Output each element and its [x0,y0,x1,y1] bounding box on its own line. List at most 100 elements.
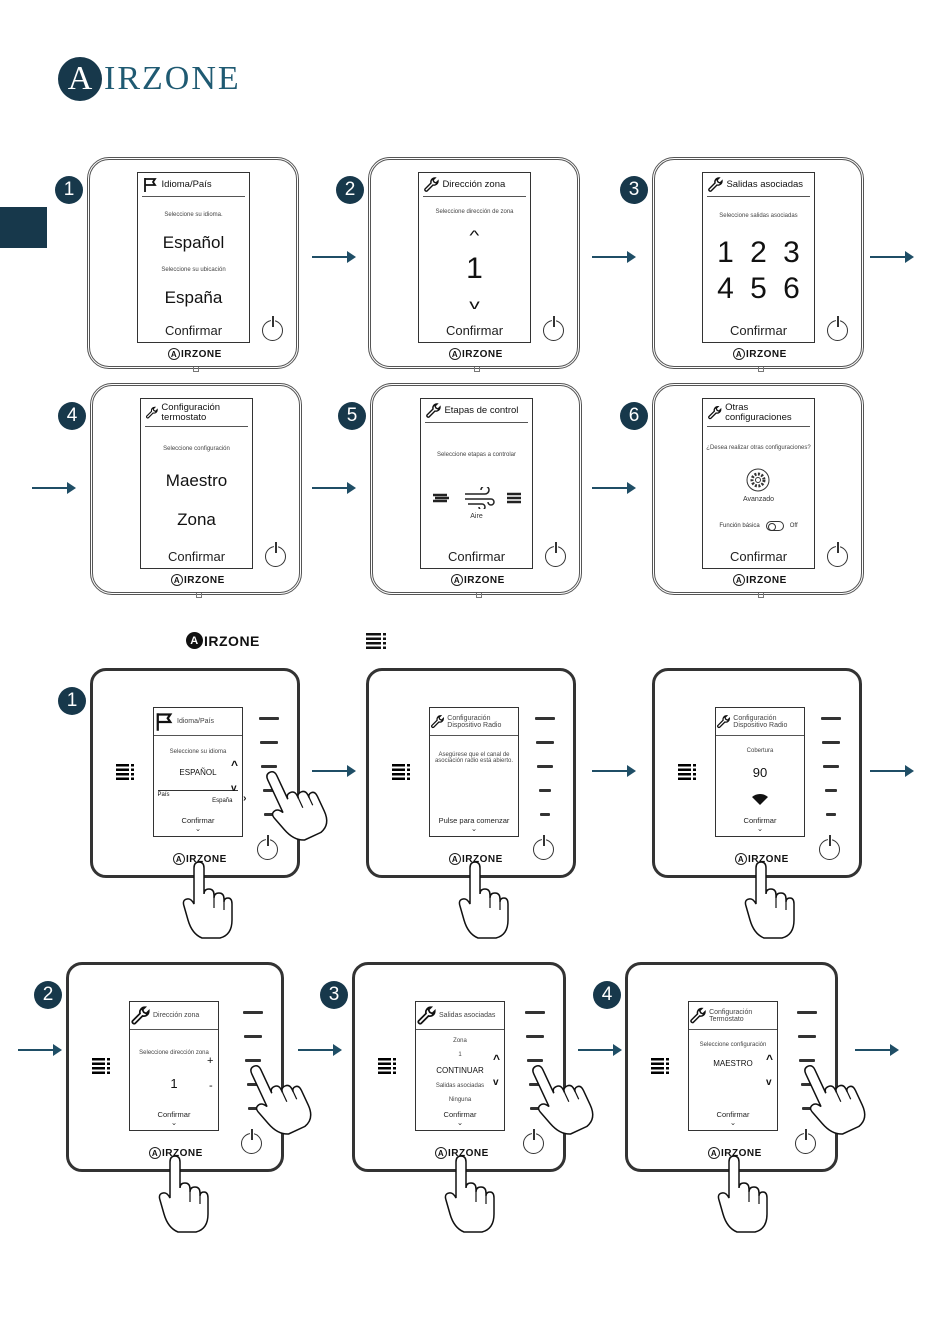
output-number[interactable]: 3 [783,236,800,269]
side-button[interactable] [526,1035,544,1038]
side-button[interactable] [247,1083,259,1086]
side-button[interactable] [797,1011,817,1014]
selected-value[interactable]: Zona [177,509,216,529]
side-button[interactable] [263,789,275,792]
plus-button[interactable]: + [207,1055,214,1067]
side-button[interactable] [243,1011,263,1014]
output-number[interactable]: 2 [750,236,767,269]
selected-value[interactable]: ESPAÑOL [179,768,217,777]
step-badge: 5 [338,402,366,430]
side-button[interactable] [529,1083,541,1086]
side-button[interactable] [245,1059,261,1062]
air-stage-icon [464,487,495,509]
side-button[interactable] [525,1011,545,1014]
confirm-button[interactable]: Confirmar⌄ [158,1111,191,1130]
chevron-up-icon[interactable]: ^ [231,758,239,772]
side-button[interactable] [801,1083,813,1086]
side-button[interactable] [530,1107,540,1110]
side-button[interactable] [260,741,278,744]
selected-value[interactable]: España [164,288,223,308]
menu-list-icon[interactable] [392,764,410,781]
chevron-up-icon[interactable]: ^ [469,226,480,243]
menu-list-icon[interactable] [651,1058,669,1075]
zone-number[interactable]: 1 [466,252,483,286]
menu-list-icon[interactable] [378,1058,396,1075]
side-button[interactable] [825,789,837,792]
side-button[interactable] [798,1035,816,1038]
side-button[interactable] [537,765,553,768]
side-button[interactable] [823,765,839,768]
next-arrow [870,251,914,263]
hand-pointer-icon [444,1155,495,1233]
side-button[interactable] [264,813,274,816]
confirm-button[interactable]: Confirmar [729,549,788,564]
side-button[interactable] [799,1059,815,1062]
output-number[interactable]: 1 [717,236,734,269]
confirm-button[interactable]: Confirmar⌄ [717,1111,750,1130]
side-button[interactable] [802,1107,812,1110]
menu-list-icon [366,633,386,649]
power-icon[interactable] [827,315,848,341]
step-badge: 1 [55,176,83,204]
chevron-down-icon[interactable]: v [766,1077,772,1088]
hand-pointer-icon [250,1065,312,1135]
output-number[interactable]: 4 [717,272,734,305]
side-button[interactable] [259,717,279,720]
power-icon[interactable] [827,541,848,567]
confirm-button[interactable]: Confirmar [729,323,788,338]
power-icon[interactable] [257,834,278,860]
side-button[interactable] [822,741,840,744]
chevron-up-icon[interactable]: ^ [493,1052,501,1066]
side-button[interactable] [535,717,555,720]
power-icon[interactable] [523,1128,544,1154]
power-icon[interactable] [819,834,840,860]
confirm-button[interactable]: Confirmar⌄ [182,817,215,836]
power-icon[interactable] [795,1128,816,1154]
menu-list-icon[interactable] [116,764,134,781]
confirm-button[interactable]: Confirmar [167,549,226,564]
chevron-down-icon[interactable]: v [469,295,480,312]
selected-value[interactable]: Español [162,232,225,252]
confirm-button[interactable]: Confirmar [164,323,223,338]
power-icon[interactable] [262,315,283,341]
chevron-up-icon[interactable]: ^ [766,1052,774,1066]
power-icon[interactable] [543,315,564,341]
side-button[interactable] [539,789,551,792]
power-icon[interactable] [241,1128,262,1154]
confirm-button[interactable]: Confirmar [447,549,506,564]
chevron-down-icon[interactable]: v [493,1077,499,1088]
side-button[interactable] [244,1035,262,1038]
hand-pointer-icon [266,771,328,841]
power-icon[interactable] [533,834,554,860]
power-icon[interactable] [265,541,286,567]
output-number[interactable]: 6 [783,272,800,305]
side-button[interactable] [826,813,836,816]
side-button[interactable] [821,717,841,720]
confirm-button[interactable]: Confirmar [445,323,504,338]
side-button[interactable] [527,1059,543,1062]
selected-value[interactable]: CONTINUAR [436,1066,484,1075]
chevron-down-icon[interactable]: v [231,783,237,794]
advanced-option[interactable]: Avanzado [743,468,774,503]
selected-value[interactable]: MAESTRO [713,1059,753,1068]
chevron-right-icon[interactable]: › [243,793,247,804]
side-button[interactable] [261,765,277,768]
minus-button[interactable]: - [209,1080,213,1092]
toggle-switch[interactable] [765,521,784,532]
output-number[interactable]: 5 [750,272,767,305]
side-button[interactable] [536,741,554,744]
confirm-button[interactable]: Pulse para comenzar⌄ [439,817,510,836]
confirm-button[interactable]: Confirmar⌄ [744,817,777,836]
menu-list-icon[interactable] [678,764,696,781]
side-button[interactable] [248,1107,258,1110]
power-icon[interactable] [545,541,566,567]
confirm-button[interactable]: Confirmar⌄ [444,1111,477,1130]
menu-list-icon[interactable] [92,1058,110,1075]
selected-value[interactable]: Maestro [165,470,228,490]
flag-icon [156,713,173,731]
side-button[interactable] [540,813,550,816]
